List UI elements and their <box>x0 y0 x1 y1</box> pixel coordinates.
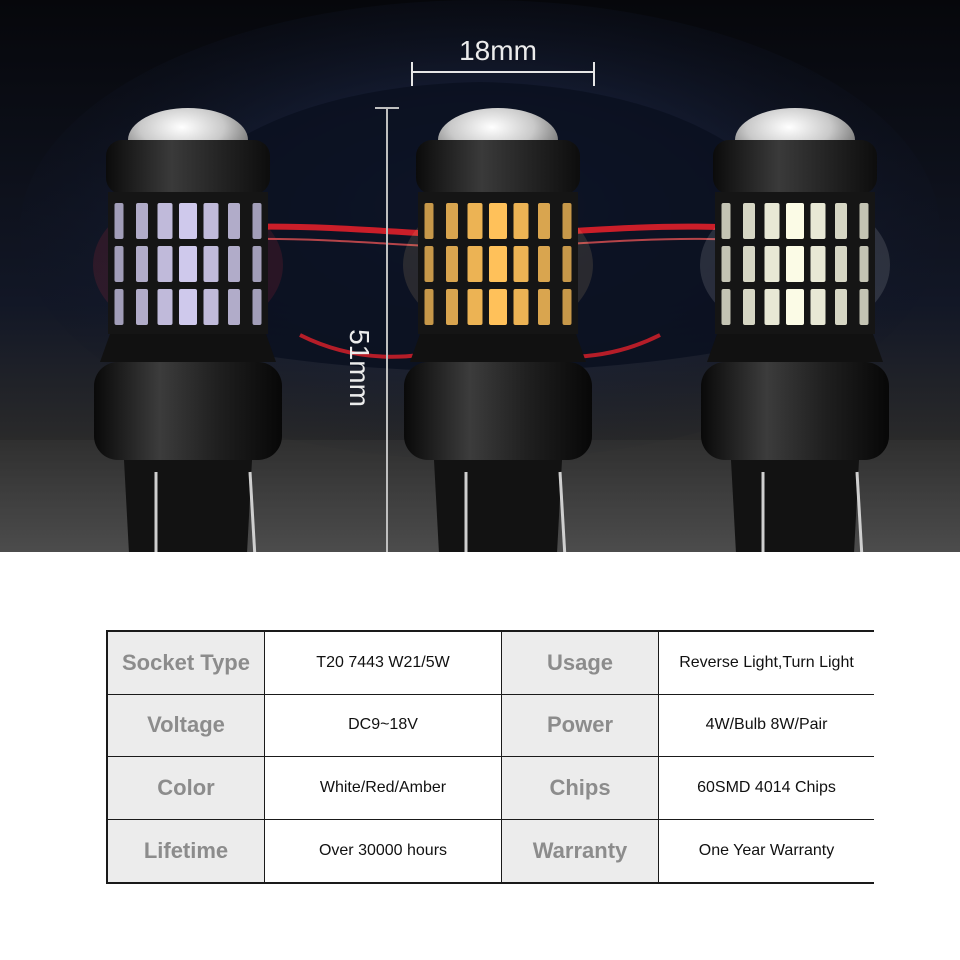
led-chip <box>538 289 550 325</box>
led-chip <box>114 203 124 239</box>
bulbs-illustration: 18mm 51mm <box>0 0 960 552</box>
led-chip <box>562 246 572 282</box>
led-bulb-white <box>700 108 890 552</box>
led-chip <box>157 246 173 282</box>
spec-label: Lifetime <box>108 819 265 882</box>
led-chip <box>157 289 173 325</box>
spec-label: Power <box>502 694 659 757</box>
led-chip <box>179 289 197 325</box>
led-chip <box>538 203 550 239</box>
led-chip <box>859 203 869 239</box>
led-chip <box>743 246 755 282</box>
led-chip <box>859 289 869 325</box>
led-chip <box>446 289 458 325</box>
led-chip <box>513 289 529 325</box>
led-chip <box>157 203 173 239</box>
led-chip <box>467 203 483 239</box>
led-chip <box>136 289 148 325</box>
led-chip <box>810 289 826 325</box>
led-chip <box>179 203 197 239</box>
led-chip <box>859 246 869 282</box>
led-chip <box>424 289 434 325</box>
spec-value: One Year Warranty <box>659 819 874 882</box>
led-chip <box>446 203 458 239</box>
led-chip <box>764 203 780 239</box>
led-chip <box>467 289 483 325</box>
led-chip <box>252 203 262 239</box>
led-chip <box>835 203 847 239</box>
spec-value: Over 30000 hours <box>265 819 502 882</box>
height-dimension: 51mm <box>344 329 375 407</box>
spec-value: 60SMD 4014 Chips <box>659 757 874 820</box>
led-chip <box>764 289 780 325</box>
led-chip <box>835 246 847 282</box>
led-chip <box>424 246 434 282</box>
specifications-table: Socket Type T20 7443 W21/5W Usage Revers… <box>106 630 874 884</box>
led-chip <box>489 289 507 325</box>
spec-label: Voltage <box>108 694 265 757</box>
led-chip <box>228 289 240 325</box>
spec-value: White/Red/Amber <box>265 757 502 820</box>
led-chip <box>203 246 219 282</box>
led-chip <box>114 246 124 282</box>
spec-label: Color <box>108 757 265 820</box>
led-chip <box>228 203 240 239</box>
led-chip <box>203 203 219 239</box>
led-chip <box>513 246 529 282</box>
led-chip <box>136 246 148 282</box>
led-chip <box>743 203 755 239</box>
led-chip <box>446 246 458 282</box>
led-chip <box>721 289 731 325</box>
spec-label: Warranty <box>502 819 659 882</box>
led-chip <box>136 203 148 239</box>
led-chip <box>252 289 262 325</box>
width-dimension: 18mm <box>459 35 537 66</box>
spec-value: T20 7443 W21/5W <box>265 632 502 695</box>
led-chip <box>562 203 572 239</box>
led-chip <box>489 246 507 282</box>
spec-value: 4W/Bulb 8W/Pair <box>659 694 874 757</box>
led-chip <box>114 289 124 325</box>
led-bulb-amber <box>403 108 593 552</box>
led-chip <box>562 289 572 325</box>
led-chip <box>786 246 804 282</box>
spec-value: Reverse Light,Turn Light <box>659 632 874 695</box>
led-chip <box>228 246 240 282</box>
product-photo: 18mm 51mm <box>0 0 960 552</box>
led-chip <box>179 246 197 282</box>
led-chip <box>424 203 434 239</box>
led-chip <box>786 289 804 325</box>
led-chip <box>252 246 262 282</box>
led-chip <box>835 289 847 325</box>
spec-label: Chips <box>502 757 659 820</box>
led-chip <box>467 246 483 282</box>
led-bulb-red <box>93 108 283 552</box>
led-chip <box>538 246 550 282</box>
led-chip <box>810 246 826 282</box>
led-chip <box>513 203 529 239</box>
led-chip <box>489 203 507 239</box>
led-chip <box>810 203 826 239</box>
spec-value: DC9~18V <box>265 694 502 757</box>
led-chip <box>721 203 731 239</box>
led-chip <box>203 289 219 325</box>
led-chip <box>721 246 731 282</box>
led-chip <box>764 246 780 282</box>
led-chip <box>786 203 804 239</box>
spec-label: Socket Type <box>108 632 265 695</box>
spec-label: Usage <box>502 632 659 695</box>
led-chip <box>743 289 755 325</box>
